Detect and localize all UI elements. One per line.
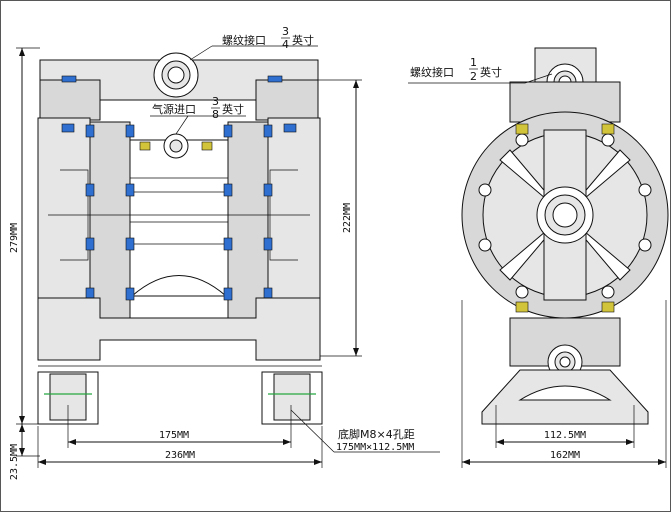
arrow-icon: [314, 459, 322, 465]
bolt-column-left: [85, 124, 135, 301]
bolt-column-right: [223, 124, 273, 301]
outlet-label-prefix: 螺纹接口: [222, 33, 266, 47]
air-label-numerator: 3: [212, 95, 219, 108]
bolt-icon: [478, 183, 492, 197]
bolt-icon: [61, 75, 77, 83]
dim-height-foot: 23.5MM: [9, 444, 20, 480]
front-view: 279MM 23.5MM 222MM 175MM 236MM: [9, 45, 440, 480]
outlet-label-suffix: 英寸: [292, 33, 314, 47]
bolt-icon: [267, 75, 283, 83]
outlet-label-denominator: 4: [282, 38, 289, 51]
air-inlet-inner: [169, 139, 183, 153]
arrow-icon: [353, 80, 359, 88]
inlet-label-prefix: 螺纹接口: [410, 65, 454, 79]
arrow-icon: [19, 416, 25, 424]
arrow-icon: [353, 348, 359, 356]
bottom-manifold: [37, 297, 321, 361]
right-housing: [267, 117, 321, 299]
bolt-icon: [125, 287, 135, 301]
leader-line: [175, 115, 189, 135]
leader-line: [290, 409, 335, 453]
bolt-icon: [223, 124, 233, 138]
arrow-icon: [19, 424, 25, 432]
arrow-icon: [496, 439, 504, 445]
dim-width-holes-side: 112.5MM: [544, 430, 586, 441]
leader-line: [189, 45, 213, 61]
foot-label: 底脚M8×4孔距 175MM×112.5MM: [336, 427, 415, 453]
bolt-icon: [85, 183, 95, 197]
washer-icon: [201, 141, 213, 151]
bolt-icon: [638, 183, 652, 197]
left-chamber: [89, 121, 131, 319]
inlet-label: 螺纹接口 1 2 英寸: [410, 56, 502, 83]
washer-icon: [601, 123, 615, 135]
air-inlet-label: 气源进口 3 8 英寸: [152, 95, 244, 121]
arrow-icon: [658, 459, 666, 465]
center-section: [129, 139, 229, 297]
arrow-icon: [19, 448, 25, 456]
center-arch: [130, 275, 228, 297]
arrow-icon: [462, 459, 470, 465]
outlet-label-numerator: 3: [282, 25, 289, 38]
arrow-icon: [283, 439, 291, 445]
bolt-icon: [478, 238, 492, 252]
bolt-icon: [125, 124, 135, 138]
bolt-icon: [263, 237, 273, 251]
outlet-port-hole: [167, 66, 185, 84]
arrow-icon: [19, 48, 25, 56]
washer-icon: [139, 141, 151, 151]
air-label-denominator: 8: [212, 108, 219, 121]
dim-width-total-front: 236MM: [165, 450, 195, 461]
top-left-block: [39, 79, 101, 121]
bolt-icon: [263, 124, 273, 138]
washer-icon: [515, 123, 529, 135]
dim-width-total-side: 162MM: [550, 450, 580, 461]
dim-height-total: 279MM: [9, 223, 20, 253]
washer-icon: [515, 301, 529, 313]
bolt-icon: [515, 285, 529, 299]
arrow-icon: [626, 439, 634, 445]
bolt-icon: [263, 183, 273, 197]
bolt-icon: [223, 237, 233, 251]
leader-line: [524, 73, 553, 84]
foot-label-line2: 175MM×112.5MM: [336, 442, 414, 453]
washer-icon: [601, 301, 615, 313]
inlet-label-denominator: 2: [470, 70, 477, 83]
inlet-label-suffix: 英寸: [480, 65, 502, 79]
outlet-bottom-hole: [559, 356, 571, 368]
bolt-icon: [283, 123, 297, 133]
bolt-icon: [125, 183, 135, 197]
foot-label-line1: 底脚M8×4孔距: [338, 427, 415, 441]
right-chamber: [227, 121, 269, 319]
bolt-icon: [515, 133, 529, 147]
right-foot-inner: [273, 373, 311, 421]
air-label-suffix: 英寸: [222, 102, 244, 116]
bolt-icon: [223, 183, 233, 197]
bolt-icon: [85, 237, 95, 251]
side-hub-hole: [552, 202, 578, 228]
bolt-icon: [638, 238, 652, 252]
left-housing: [37, 117, 91, 299]
bolt-icon: [601, 133, 615, 147]
bolt-icon: [601, 285, 615, 299]
top-right-block: [255, 79, 319, 121]
arrow-icon: [38, 459, 46, 465]
arrow-icon: [68, 439, 76, 445]
air-label-prefix: 气源进口: [152, 102, 196, 116]
dim-width-holes-front: 175MM: [159, 430, 189, 441]
outlet-label: 螺纹接口 3 4 英寸: [222, 25, 314, 51]
bolt-icon: [85, 124, 95, 138]
bolt-icon: [223, 287, 233, 301]
inlet-label-numerator: 1: [470, 56, 477, 69]
bolt-icon: [125, 237, 135, 251]
bolt-icon: [61, 123, 75, 133]
side-base-arch: [518, 385, 612, 401]
side-view: 112.5MM 162MM: [408, 47, 669, 468]
dim-height-body: 222MM: [342, 203, 353, 233]
